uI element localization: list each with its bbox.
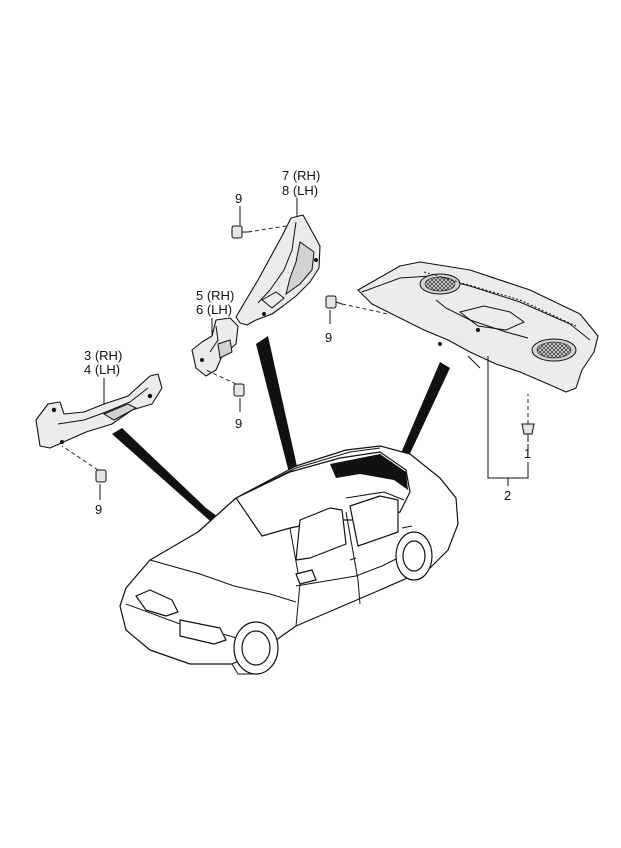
side-trim-3-4: [35, 373, 163, 449]
callout-9-low: 9: [95, 502, 102, 517]
push-clip-icon: [325, 295, 389, 315]
callout-2: 2: [504, 488, 511, 503]
rear-package-tray: [357, 261, 599, 393]
callout-5-rh: 5 (RH): [196, 288, 234, 303]
callout-4-lh: 4 (LH): [84, 362, 120, 377]
push-clip-icon: [521, 394, 535, 442]
push-clip-icon: [61, 445, 107, 483]
callout-3-rh: 3 (RH): [84, 348, 122, 363]
pillar-trim-lower-5-6: [191, 317, 239, 377]
leader-lines: [99, 198, 529, 500]
push-clip-icon: [231, 225, 287, 239]
pillar-trim-upper-7-8: [235, 214, 321, 326]
callout-6-lh: 6 (LH): [196, 302, 232, 317]
callout-9-mid: 9: [235, 416, 242, 431]
sedan-car-body: [119, 445, 459, 675]
callout-labels: 7 (RH) 8 (LH) 5 (RH) 6 (LH) 3 (RH) 4 (LH…: [84, 168, 531, 517]
callout-7-rh: 7 (RH): [282, 168, 320, 183]
callout-8-lh: 8 (LH): [282, 183, 318, 198]
push-clip-icon: [205, 369, 245, 397]
callout-1: 1: [524, 446, 531, 461]
callout-9-upper: 9: [235, 191, 242, 206]
callout-9-tray: 9: [325, 330, 332, 345]
